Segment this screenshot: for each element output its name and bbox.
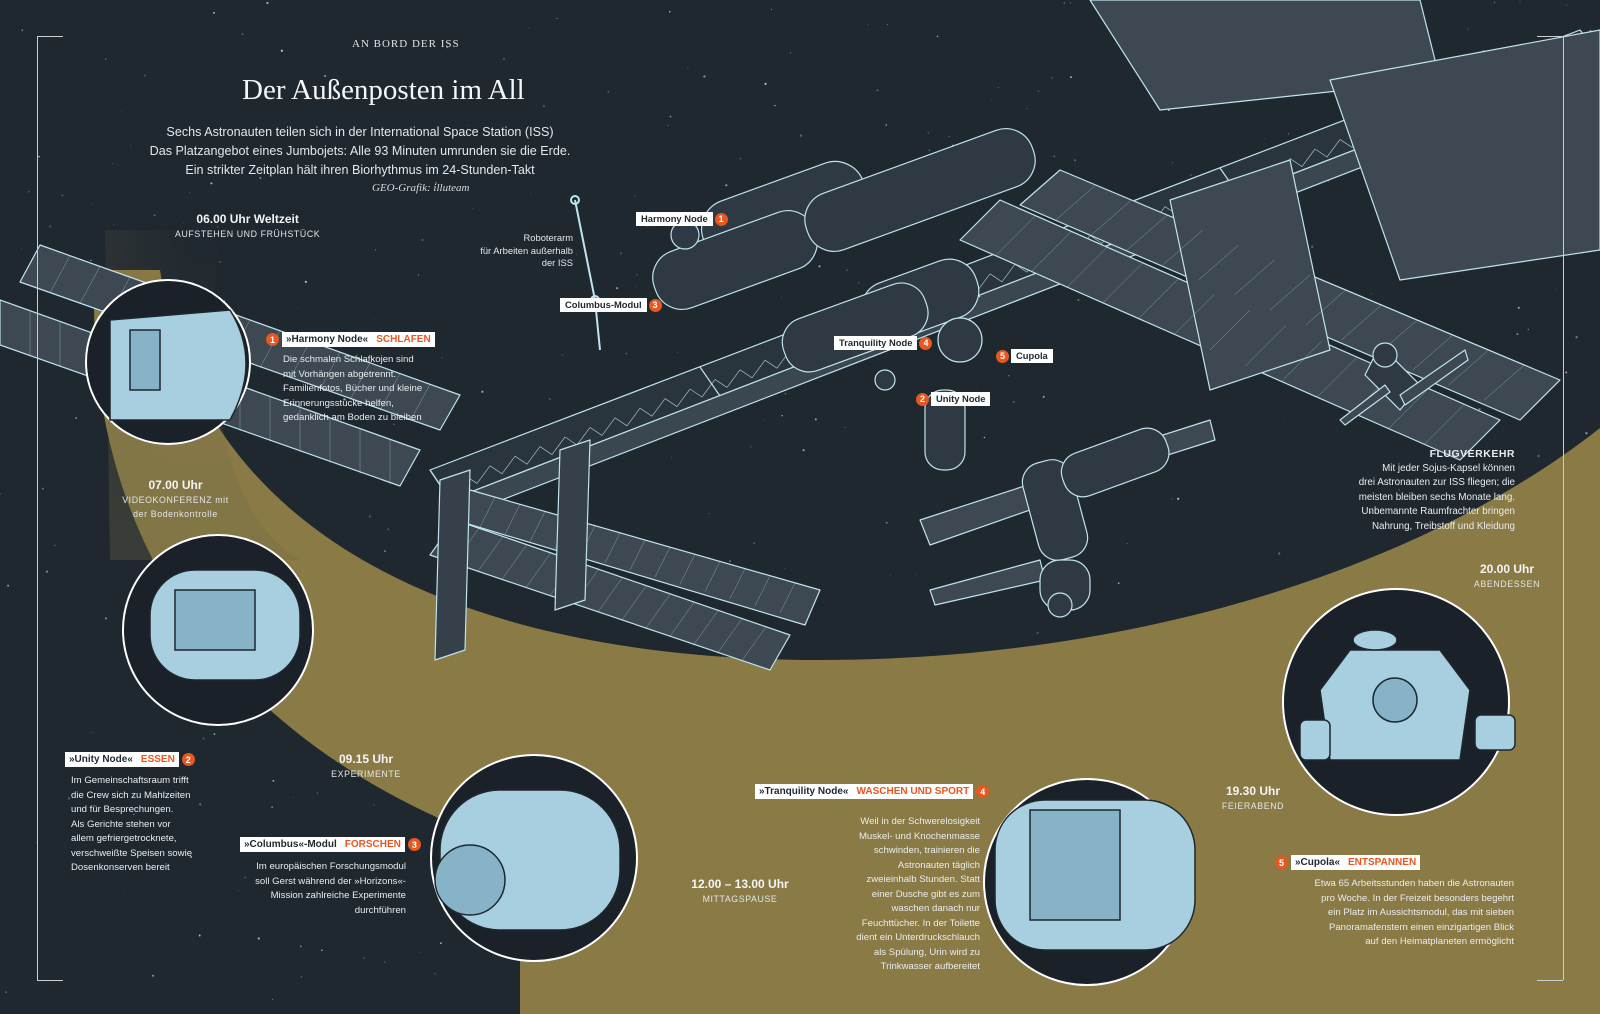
frame-left	[37, 36, 38, 980]
flugverkehr-block: FLUGVERKEHR Mit jeder Sojus-Kapsel könne…	[1358, 448, 1515, 532]
time-1200: 12.00 – 13.00 Uhr MITTAGSPAUSE	[691, 877, 789, 904]
credit: GEO-Grafik: illuteam	[372, 182, 470, 194]
intro-text: Sechs Astronauten teilen sich in der Int…	[149, 125, 571, 177]
vignette-modules	[109, 309, 1516, 951]
kicker: AN BORD DER ISS	[352, 38, 460, 50]
frame-right-bottom	[1537, 980, 1563, 981]
time-2000: 20.00 Uhr ABENDESSEN	[1473, 562, 1541, 589]
callout-head-cupola: 5»Cupola«ENTSPANNEN	[1275, 855, 1421, 870]
radiator-panels	[434, 439, 591, 661]
time-1930: 19.30 Uhr FEIERABEND	[1221, 784, 1285, 811]
soyuz-capsule	[1339, 342, 1469, 426]
robotic-arm	[570, 195, 601, 351]
page-title: Der Außenposten im All	[242, 74, 525, 106]
time-0600: 06.00 Uhr Weltzeit AUFSTEHEN UND FRÜHSTÜ…	[175, 212, 321, 239]
pressurized-modules	[652, 128, 1170, 618]
time-0915: 09.15 Uhr EXPERIMENTE	[331, 752, 401, 779]
frame-right-top	[1537, 36, 1563, 37]
callout-text-cupola: Etwa 65 Arbeitsstunden haben die Astrona…	[1314, 878, 1514, 947]
frame-bottom	[37, 980, 63, 981]
solar-array-top	[1089, 0, 1600, 391]
time-0700: 07.00 Uhr VIDEOKONFERENZ mit der Bodenko…	[122, 478, 229, 519]
frame-top	[37, 36, 63, 37]
callout-head-harmony: 1»Harmony Node«SCHLAFEN	[266, 332, 435, 347]
frame-right	[1563, 36, 1564, 980]
